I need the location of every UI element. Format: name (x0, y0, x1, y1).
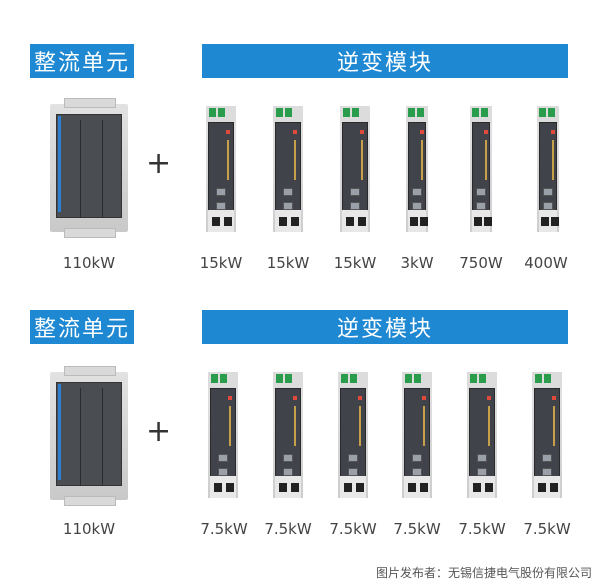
inverter-banner-2: 逆变模块 (202, 310, 568, 344)
inverter-module-image (537, 106, 559, 232)
inverter-module-image (402, 372, 432, 498)
rectifier-power-label-1: 110kW (62, 254, 116, 272)
inverter-power-label: 7.5kW (523, 520, 571, 538)
inverter-power-label: 7.5kW (264, 520, 312, 538)
inverter-power-label: 7.5kW (458, 520, 506, 538)
inverter-power-label: 7.5kW (393, 520, 441, 538)
inverter-module-image (470, 106, 492, 232)
inverter-module-image (467, 372, 497, 498)
rectifier-power-label-2: 110kW (62, 520, 116, 538)
inverter-power-label: 750W (459, 254, 503, 272)
rectifier-banner-2: 整流单元 (30, 310, 134, 344)
inverter-power-label: 15kW (199, 254, 243, 272)
inverter-power-label: 15kW (266, 254, 310, 272)
inverter-module-image (406, 106, 428, 232)
plus-sign-1: + (146, 146, 172, 181)
inverter-module-image (338, 372, 368, 498)
plus-sign-2: + (146, 414, 172, 449)
rectifier-unit-image-1 (50, 98, 128, 238)
inverter-power-label: 3kW (400, 254, 434, 272)
inverter-module-image (273, 372, 303, 498)
inverter-banner-1: 逆变模块 (202, 44, 568, 78)
inverter-power-label: 7.5kW (200, 520, 248, 538)
inverter-module-image (532, 372, 562, 498)
inverter-module-image (206, 106, 236, 232)
inverter-power-label: 15kW (333, 254, 377, 272)
inverter-power-label: 400W (524, 254, 568, 272)
rectifier-unit-image-2 (50, 366, 128, 506)
rectifier-banner-1: 整流单元 (30, 44, 134, 78)
image-credit: 图片发布者：无锡信捷电气股份有限公司 (375, 566, 592, 580)
inverter-power-label: 7.5kW (329, 520, 377, 538)
inverter-module-image (340, 106, 370, 232)
inverter-module-image (208, 372, 238, 498)
inverter-module-image (273, 106, 303, 232)
